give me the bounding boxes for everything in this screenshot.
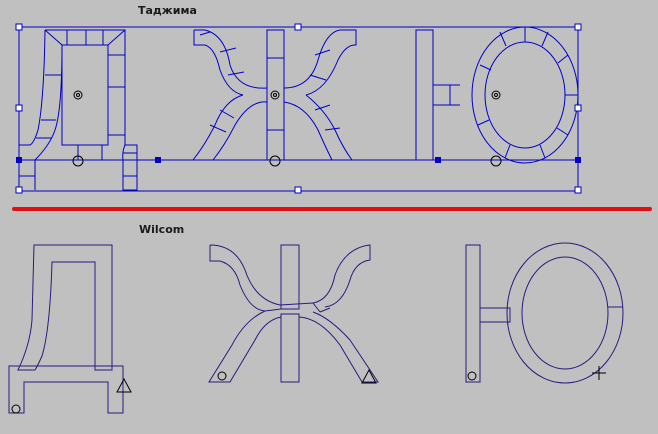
wilcom-letter-yu[interactable] xyxy=(465,242,624,384)
crosshair-cursor-icon xyxy=(592,366,606,380)
selection-handles[interactable] xyxy=(15,23,582,194)
tajima-letter-yu[interactable] xyxy=(415,26,579,164)
start-circle-icon xyxy=(11,404,21,414)
tajima-label: Таджима xyxy=(138,4,197,17)
end-triangle-icon xyxy=(361,368,377,384)
tajima-letter-zhe[interactable] xyxy=(192,29,357,161)
selection-box xyxy=(18,26,579,192)
tajima-group[interactable] xyxy=(18,26,579,192)
center-markers xyxy=(72,90,502,167)
wilcom-letter-zhe[interactable] xyxy=(208,244,379,383)
tajima-letter-de[interactable] xyxy=(19,29,138,191)
start-circle-icon xyxy=(217,371,227,381)
baseline-handles[interactable] xyxy=(16,157,581,163)
wilcom-markers xyxy=(11,366,606,414)
start-circle-icon xyxy=(467,371,477,381)
end-triangle-icon xyxy=(116,377,132,393)
wilcom-label: Wilcom xyxy=(139,223,185,236)
wilcom-letter-de[interactable] xyxy=(8,244,124,414)
wilcom-group[interactable] xyxy=(8,242,624,414)
